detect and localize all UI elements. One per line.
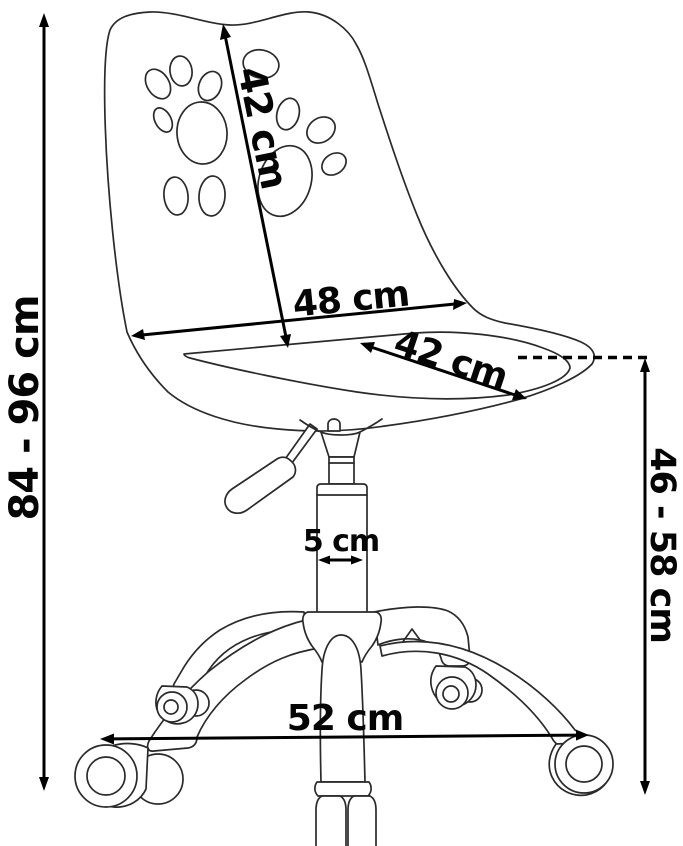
caster-wheel [315,795,347,846]
arrow-down-icon [280,334,291,348]
arrow-down-icon [640,781,650,795]
paw-toe-cutout [163,176,189,216]
arrow-right-icon [512,389,527,400]
dimension-line [141,302,456,337]
base-leg-front [319,634,366,783]
arrow-right-icon [576,729,589,741]
paw-pad-cutout [176,101,228,165]
paw-toe-cutout [198,175,226,217]
paw-pad-cutout [257,144,313,218]
caster-rear-left [155,685,210,725]
arrow-right-icon [453,299,467,310]
caster-wheel-hubcap [442,685,460,703]
caster-wheel-hubcap [565,745,603,783]
paw-print-right [242,48,347,218]
dimension-seat-height: 46 - 58 cm [640,358,682,795]
paw-toe-cutout [169,55,193,87]
caster-rear-right [430,665,483,710]
paw-toe-cutout [197,70,223,102]
leg-ridge-notch [401,628,424,645]
arrow-left-icon [100,733,114,745]
paw-toe-cutout [152,107,174,133]
dimension-label-base-span: 52 cm [287,698,403,739]
dimension-line [370,345,516,397]
arrow-up-icon [640,358,650,372]
dimension-base-span: 52 cm [100,698,589,745]
caster-wheel [74,744,138,808]
lift-cone [320,431,361,458]
paw-toe-cutout [242,48,280,80]
arrow-down-icon [39,777,49,791]
dimension-line [223,34,288,338]
seat-mount-curve [359,418,383,433]
paw-toe-cutout [321,152,347,176]
caster-wheel [435,676,469,710]
dimension-gas-lift: 5 cm [303,524,380,565]
arrow-up-icon [39,13,49,27]
arrow-left-icon [318,555,330,565]
caster-right [548,734,614,797]
arrow-right-icon [351,555,363,565]
arrow-up-icon [220,24,231,40]
caster-front [314,781,377,846]
caster-wheel-hubcap [163,699,179,715]
dimension-line [110,733,579,741]
dimension-label-overall-height: 84 - 96 cm [2,295,48,520]
arrow-left-icon [360,342,375,353]
caster-wheel-hubcap [86,756,126,796]
paw-print-left [144,55,228,217]
paw-toe-cutout [306,116,336,144]
adjustment-lever [224,423,318,514]
caster-wheel [554,734,614,794]
lift-tube [328,456,355,485]
caster-bracket [314,781,372,797]
paw-toe-cutout [144,68,172,100]
gas-lift [299,418,383,614]
caster-wheel [347,795,377,846]
lever-grip [224,456,297,514]
caster-wheel [156,691,188,723]
paw-toe-cutout [275,97,301,131]
dimension-label-gas-lift: 5 cm [303,524,379,559]
caster-left [74,742,184,808]
lift-mount-tab [327,418,341,432]
seat-mount-curve [299,419,322,433]
dimension-label-seat-height: 46 - 58 cm [642,447,682,643]
arrow-left-icon [131,329,145,340]
dimension-overall-height: 84 - 96 cm [2,13,49,791]
